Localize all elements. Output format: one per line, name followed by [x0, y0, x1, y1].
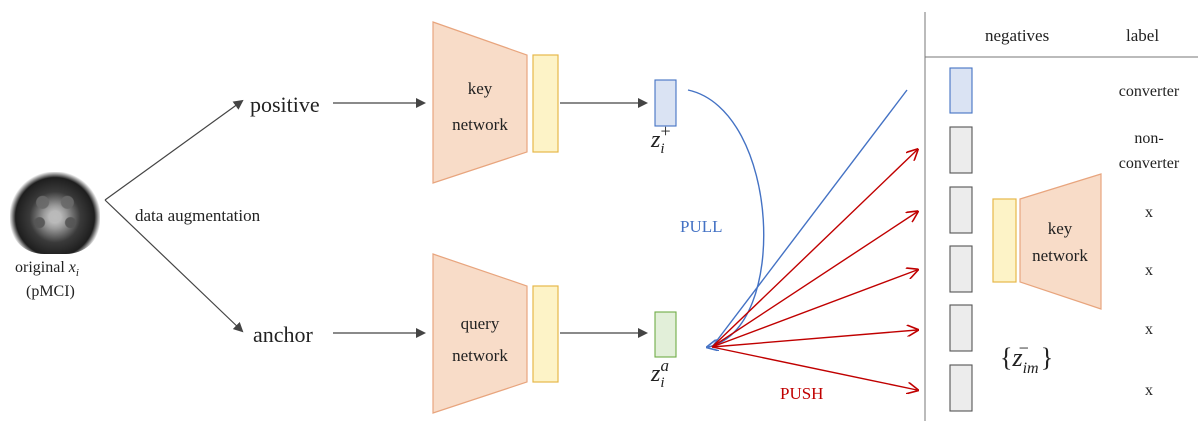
label-cell: x	[1145, 262, 1153, 279]
push-arrow	[711, 212, 917, 348]
query-network-block	[432, 253, 528, 414]
negative-set-sub: im	[1022, 360, 1039, 377]
positive-embedding-sup: +	[660, 121, 671, 141]
negative-sample	[949, 126, 973, 174]
anchor-embedding-sup: a	[660, 356, 670, 375]
positive-embedding	[654, 79, 677, 127]
key-feature-block	[532, 54, 559, 153]
anchor-embedding	[654, 311, 677, 358]
negative-sample	[949, 186, 973, 234]
push-arrows	[711, 89, 917, 390]
negative-set-sup: −	[1018, 338, 1029, 358]
push-label: PUSH	[780, 384, 824, 403]
query-feature-block	[532, 285, 559, 383]
negative-sample	[949, 364, 973, 412]
pull-arrow	[687, 89, 765, 347]
anchor-embedding-sub: i	[660, 375, 665, 391]
key-network-label-line1: key	[467, 79, 493, 98]
table-header-negatives: negatives	[985, 26, 1050, 45]
push-arrow	[711, 270, 917, 348]
key-network-block	[432, 21, 528, 184]
augmentation-label: data augmentation	[135, 206, 261, 225]
anchor-embedding-base: z	[651, 361, 661, 387]
inner-key-feature-block	[992, 198, 1017, 283]
negative-set-label: {zim −}	[1000, 339, 1061, 377]
positive-embedding-sub: i	[660, 141, 665, 157]
table-header-label: label	[1126, 26, 1160, 45]
push-arrow	[711, 346, 917, 390]
label-cell: converter	[1118, 155, 1180, 172]
input-caption-var: x	[68, 259, 76, 276]
query-network-label-line1: query	[460, 314, 500, 333]
positive-embedding-label: zi+	[651, 122, 675, 157]
negative-sample	[949, 304, 973, 352]
pull-label: PULL	[680, 217, 723, 236]
negative-set-close: }	[1040, 343, 1054, 372]
positive-label: positive	[250, 92, 320, 117]
label-cell: x	[1145, 382, 1153, 399]
query-network-label-line2: network	[452, 346, 508, 365]
push-arrow	[711, 150, 917, 348]
label-cell: converter	[1118, 83, 1180, 100]
key-network-label-line2: network	[452, 115, 508, 134]
push-arrow	[711, 330, 917, 348]
negative-set-open: {	[1000, 343, 1013, 372]
augment-to-positive-arrow	[104, 99, 244, 201]
augment-to-anchor-arrow	[104, 199, 244, 333]
inner-key-network-label-line2: network	[1032, 246, 1088, 265]
input-caption-sub: i	[75, 267, 79, 280]
label-cell: non-	[1134, 130, 1164, 147]
label-cell: x	[1145, 204, 1153, 221]
negative-sample	[949, 245, 973, 293]
input-caption-prefix: original	[15, 259, 69, 276]
input-class-label: (pMCI)	[26, 283, 75, 300]
label-cell: x	[1145, 321, 1153, 338]
push-line-blue	[711, 89, 908, 348]
positive-embedding-base: z	[651, 127, 661, 153]
inner-key-network-label-line1: key	[1047, 219, 1073, 238]
inner-key-network-block	[1019, 173, 1102, 310]
input-caption: original xi	[15, 260, 79, 279]
negative-set-base: z	[1012, 343, 1023, 372]
negative-sample-converter	[949, 67, 973, 114]
anchor-label: anchor	[253, 322, 313, 347]
anchor-embedding-label: zia	[651, 357, 673, 391]
input-brain-image	[10, 172, 100, 254]
